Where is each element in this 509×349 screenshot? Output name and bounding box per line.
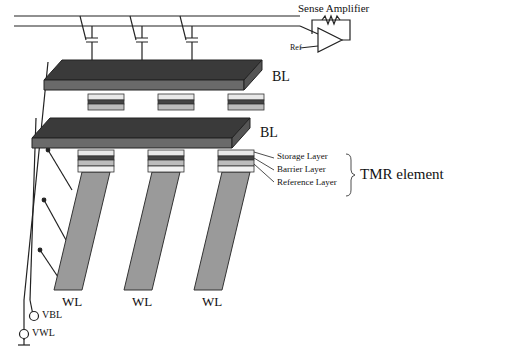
sense-amp-label: Sense Amplifier: [298, 3, 369, 14]
layer-label: Storage Layer: [277, 152, 328, 161]
bit-line-label: BL: [272, 70, 290, 84]
ref-label: Ref: [290, 44, 302, 52]
word-line-label: WL: [62, 295, 82, 308]
voltage-source-label: VWL: [32, 328, 55, 338]
word-line-label: WL: [132, 295, 152, 308]
bit-line-label: BL: [260, 126, 278, 140]
layer-label: Reference Layer: [277, 178, 337, 187]
layer-label: Barrier Layer: [277, 165, 326, 174]
word-line-label: WL: [202, 295, 222, 308]
tmr-element-label: TMR element: [360, 167, 444, 182]
voltage-source-label: VBL: [42, 310, 62, 320]
